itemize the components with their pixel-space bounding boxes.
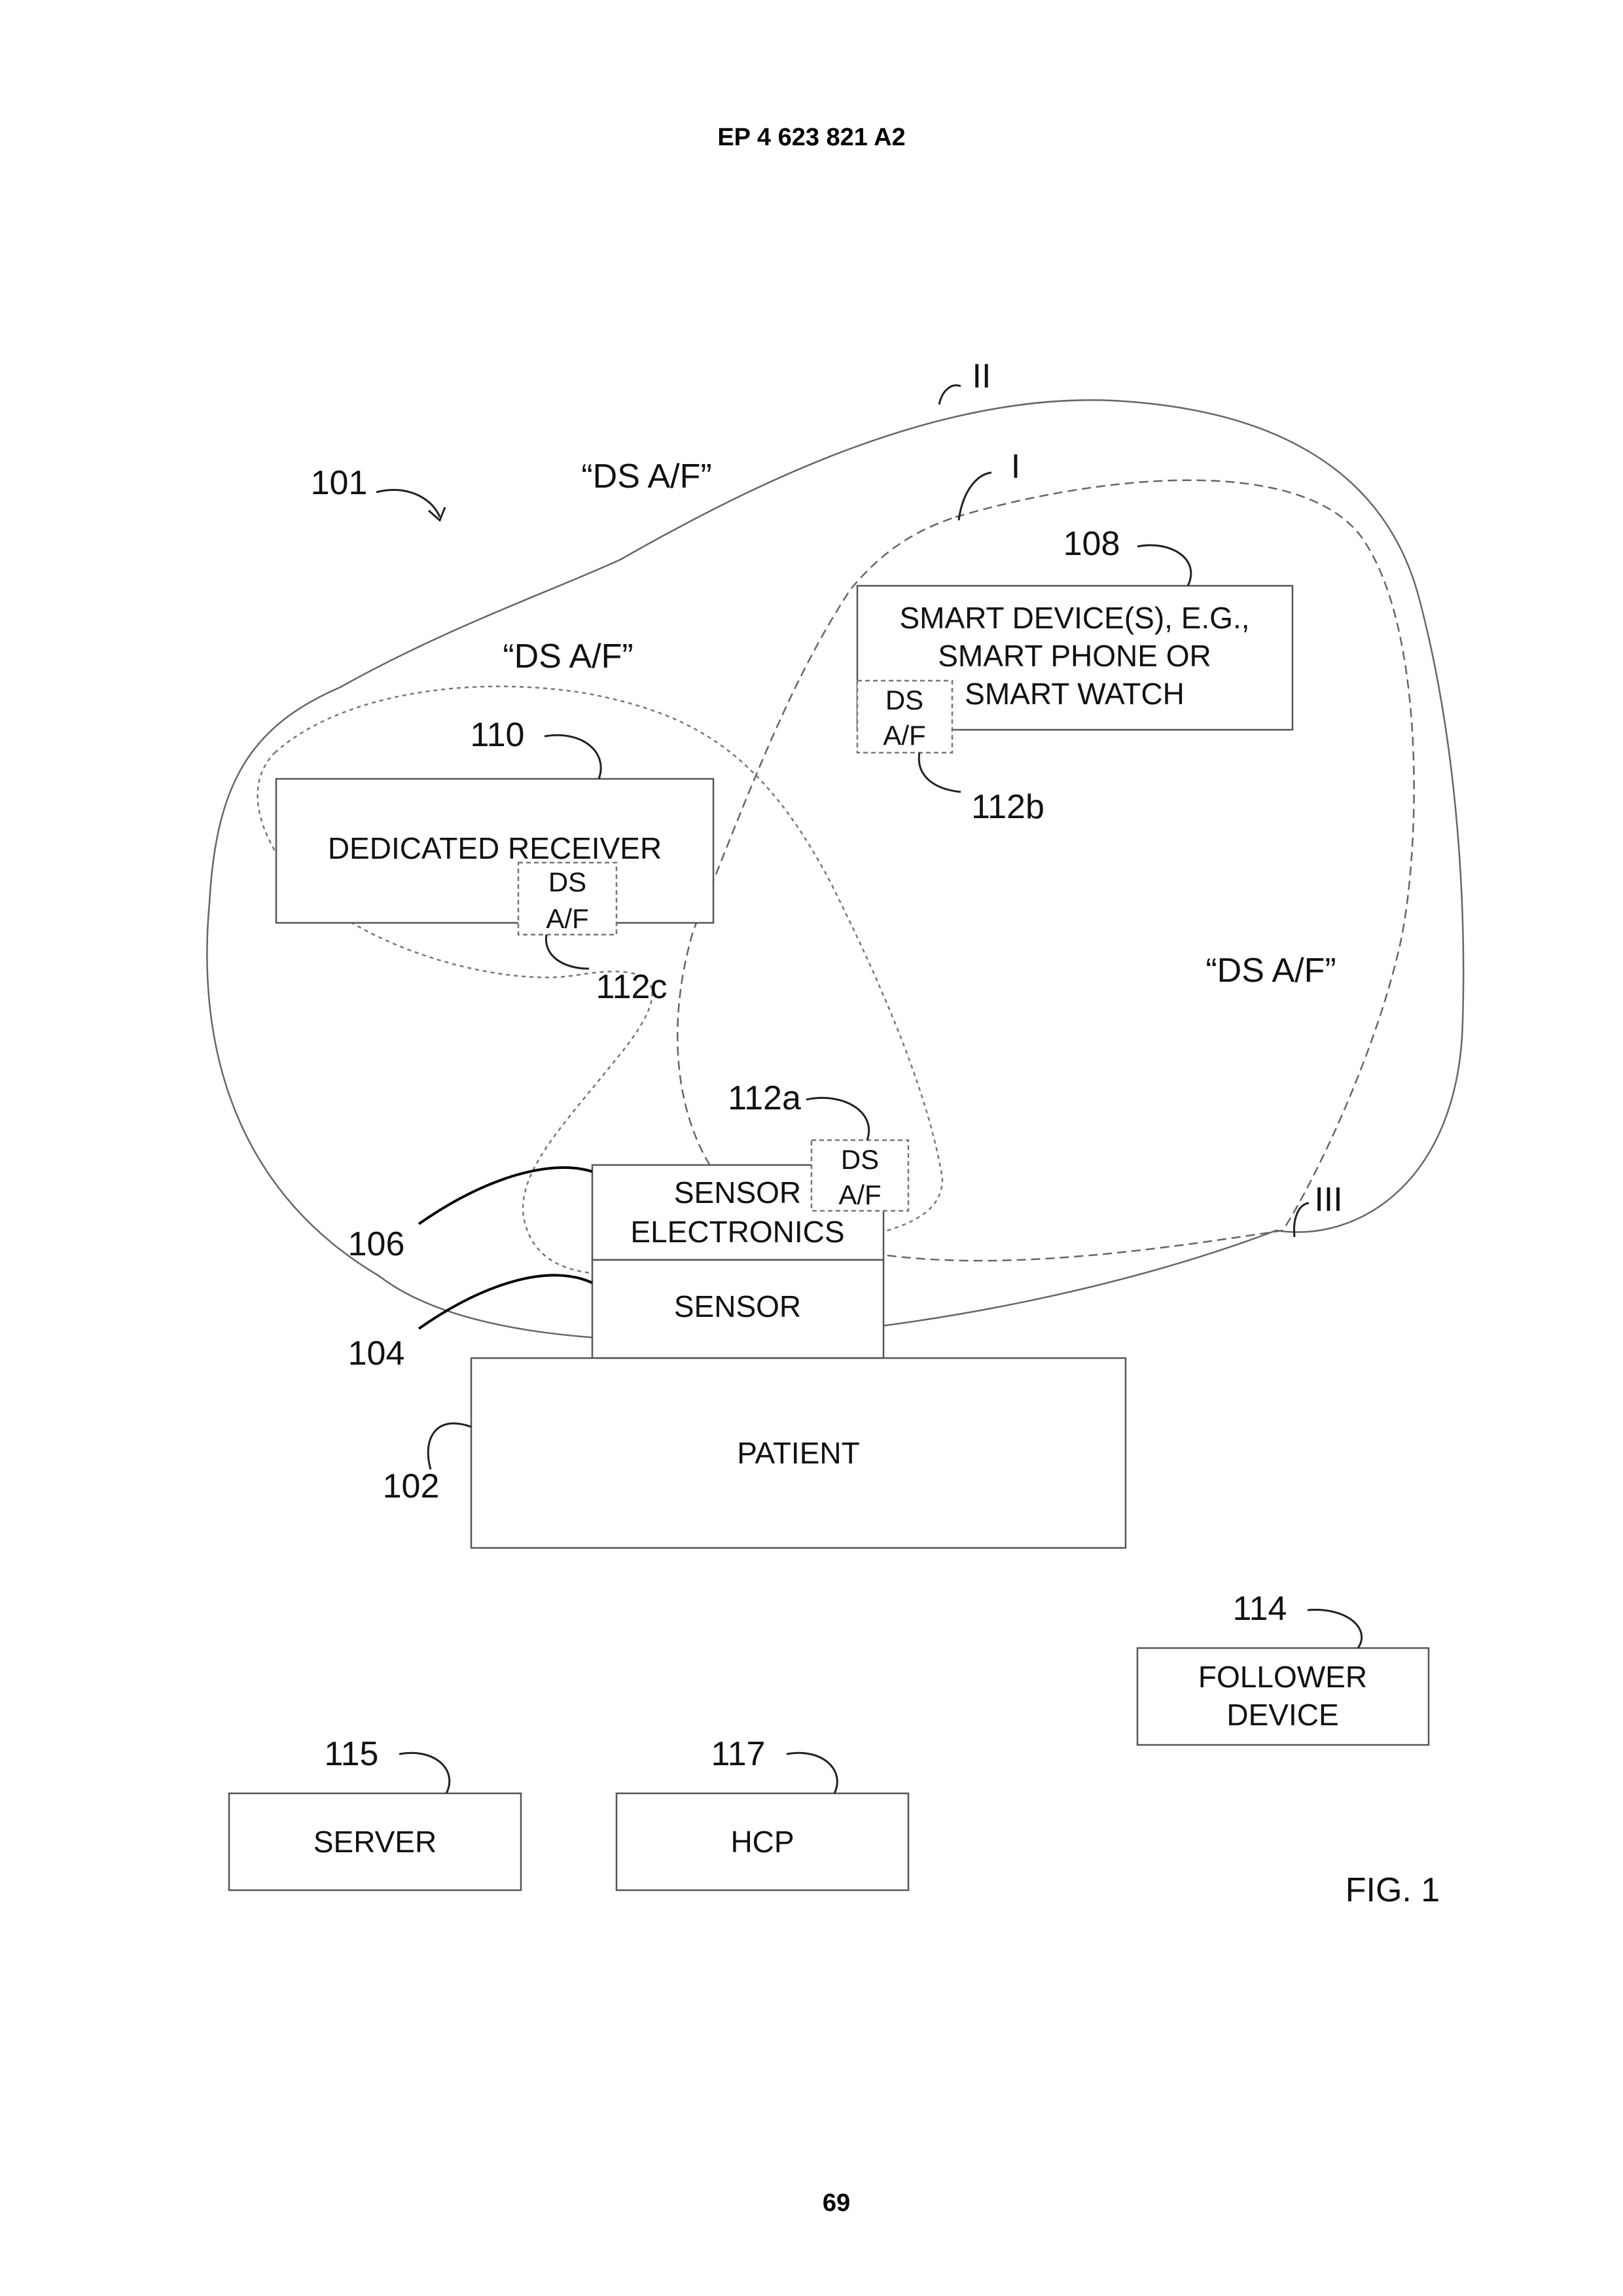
region-i-hook <box>959 473 991 520</box>
ref-115: 115 <box>325 1735 379 1773</box>
server-label: SERVER <box>313 1825 437 1859</box>
sensor-electronics-line-1: SENSOR <box>674 1175 801 1210</box>
smart-device-line-2: SMART PHONE OR <box>938 639 1211 673</box>
follower-device-line-1: FOLLOWER <box>1198 1660 1367 1694</box>
ref-110-leader <box>544 735 601 779</box>
ref-101: 101 <box>311 464 368 502</box>
patient-label: PATIENT <box>737 1436 859 1470</box>
ref-110: 110 <box>471 716 525 754</box>
ref-117-leader <box>787 1753 837 1793</box>
ref-102: 102 <box>383 1467 440 1505</box>
page-number: 69 <box>823 2189 850 2217</box>
region-ii-hook <box>939 386 961 404</box>
region-label-right: “DS A/F” <box>1205 952 1336 990</box>
region-label-top: “DS A/F” <box>581 457 711 495</box>
ref-112c: 112c <box>596 968 668 1006</box>
sensor-label: SENSOR <box>674 1289 801 1323</box>
region-i-id: I <box>1011 448 1020 486</box>
ref-114: 114 <box>1233 1590 1287 1628</box>
ds-af-112a-line-1: DS <box>841 1144 879 1175</box>
ref-108: 108 <box>1063 525 1120 563</box>
smart-device-line-3: SMART WATCH <box>965 677 1185 711</box>
ds-af-112b-line-1: DS <box>885 685 923 715</box>
figure-caption: FIG. 1 <box>1346 1871 1440 1909</box>
ds-af-112c-line-1: DS <box>548 867 586 897</box>
ds-af-112b-line-2: A/F <box>883 720 925 751</box>
ds-af-112c-line-2: A/F <box>546 903 588 934</box>
smart-device-line-1: SMART DEVICE(S), E.G., <box>899 601 1249 635</box>
ref-112a-leader <box>806 1098 869 1140</box>
sensor-electronics-line-2: ELECTRONICS <box>630 1215 844 1249</box>
hcp-label: HCP <box>730 1825 794 1859</box>
ref-115-leader <box>399 1753 450 1793</box>
follower-device-line-2: DEVICE <box>1226 1698 1338 1732</box>
ref-106-leader <box>419 1168 592 1224</box>
publication-number: EP 4 623 821 A2 <box>717 124 905 151</box>
ds-af-112a-line-2: A/F <box>838 1179 881 1210</box>
ref-112c-leader <box>546 935 589 969</box>
region-label-left: “DS A/F” <box>503 637 633 675</box>
ref-117: 117 <box>711 1735 766 1773</box>
ref-112b: 112b <box>971 788 1044 826</box>
ref-114-leader <box>1308 1610 1362 1648</box>
ref-112a: 112a <box>728 1079 801 1117</box>
ref-108-leader <box>1137 545 1191 586</box>
ref-102-leader <box>428 1424 471 1469</box>
ref-101-arrowhead <box>429 507 445 520</box>
ref-104: 104 <box>348 1335 405 1372</box>
region-iii-id: III <box>1314 1181 1342 1219</box>
region-ii-id: II <box>972 357 991 395</box>
dedicated-receiver-label: DEDICATED RECEIVER <box>328 831 662 865</box>
ref-104-leader <box>419 1275 592 1329</box>
ref-106: 106 <box>348 1225 405 1263</box>
ref-112b-leader <box>919 753 961 792</box>
